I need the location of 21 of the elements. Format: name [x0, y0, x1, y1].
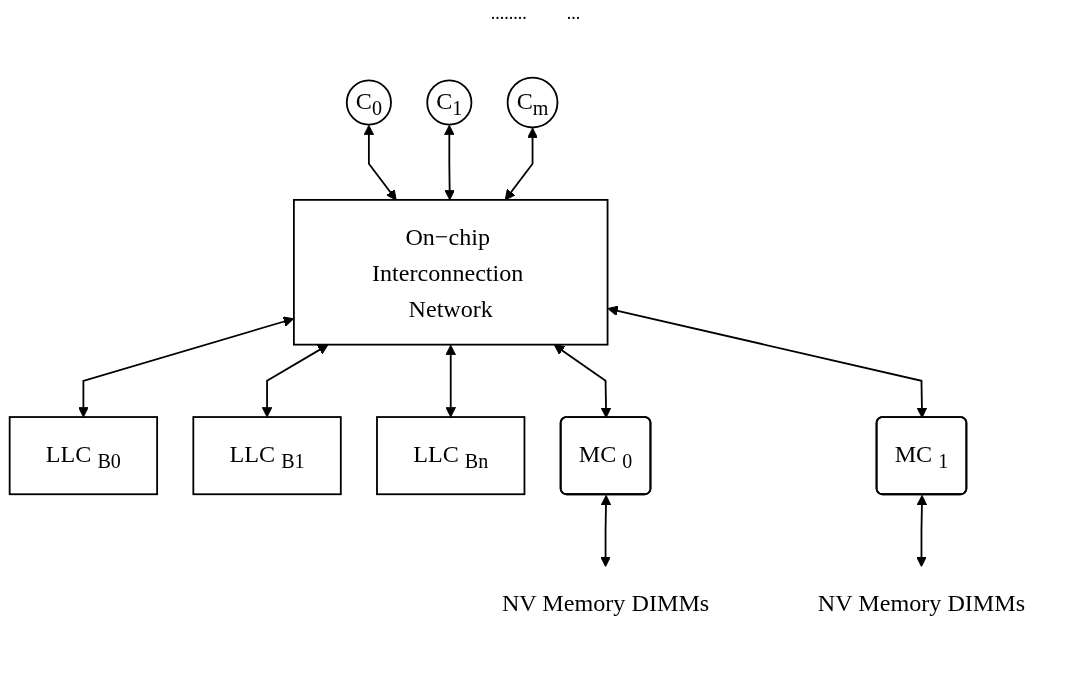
arrow [445, 344, 457, 418]
arrow [607, 305, 928, 419]
arrow [261, 344, 329, 418]
arrow [444, 124, 455, 201]
ellipsis-text: ........ [490, 2, 527, 24]
arrow [600, 495, 612, 568]
node-box: LLC $_{B1}$ [192, 416, 342, 496]
ellipsis-text: ... [566, 2, 581, 24]
arrow [363, 124, 397, 201]
arrow [504, 127, 538, 201]
node-box: LLC $_{B0}$ [8, 416, 159, 496]
arrow [78, 316, 294, 418]
node-text: NV Memory DIMMs [501, 589, 710, 617]
arrow [553, 344, 612, 419]
node-circle: C$_{m}$ [506, 76, 559, 129]
arrow [916, 495, 928, 568]
node-circle: C$_{0}$ [345, 79, 392, 126]
node-text: NV Memory DIMMs [817, 589, 1026, 617]
node-box: LLC $_{Bn}$ [376, 416, 526, 496]
node-circle: C$_{1}$ [426, 79, 473, 126]
node-box: On−chip Interconnection Network [292, 199, 609, 346]
